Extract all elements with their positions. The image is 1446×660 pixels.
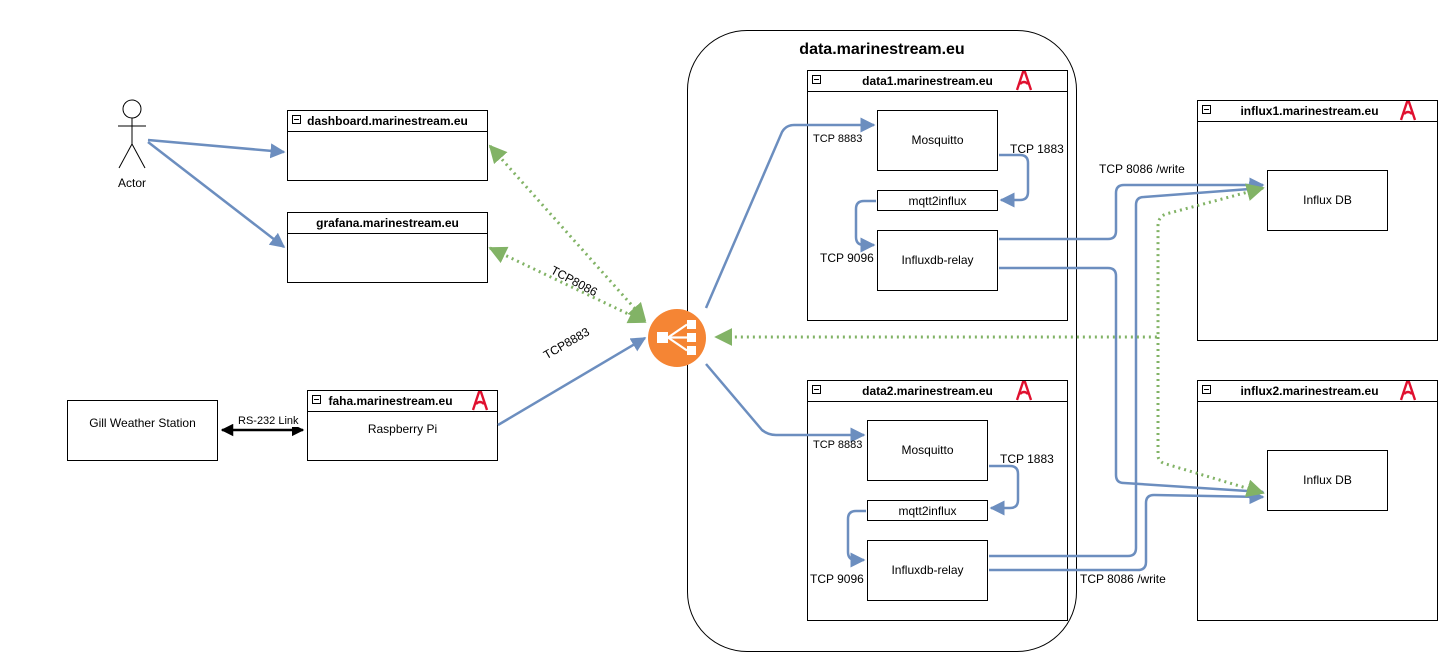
faha-node[interactable]: faha.marinestream.eu Raspberry Pi xyxy=(307,390,498,461)
data1-mqtt2influx[interactable]: mqtt2influx xyxy=(877,190,998,211)
edge-label-d1-tcp9096: TCP 9096 xyxy=(820,251,874,265)
actor-icon xyxy=(118,99,146,169)
edge-label-d2-tcp8883: TCP 8883 xyxy=(813,439,863,451)
data2-relay[interactable]: Influxdb-relay xyxy=(867,540,988,601)
data1-mosquitto-label: Mosquitto xyxy=(911,133,964,147)
influx1-db[interactable]: Influx DB xyxy=(1267,170,1388,231)
edge-label-d1-tcp8883: TCP 8883 xyxy=(813,133,863,145)
edge-label-d1-tcp1883: TCP 1883 xyxy=(1010,142,1064,156)
edge-label-write-top: TCP 8086 /write xyxy=(1099,162,1185,176)
faha-body: Raspberry Pi xyxy=(367,422,438,436)
data2-relay-label: Influxdb-relay xyxy=(891,563,964,577)
collapse-icon[interactable] xyxy=(312,395,321,404)
edge-label-d2-tcp1883: TCP 1883 xyxy=(1000,452,1054,466)
influx1-db-label: Influx DB xyxy=(1303,193,1352,207)
data1-header: data1.marinestream.eu xyxy=(808,71,1067,92)
vendor-a-logo-icon xyxy=(1399,101,1417,121)
vendor-a-logo-icon xyxy=(471,391,489,411)
data2-mosquitto-label: Mosquitto xyxy=(901,443,954,457)
collapse-icon[interactable] xyxy=(812,75,821,84)
influx1-title: influx1.marinestream.eu xyxy=(1240,104,1379,118)
vendor-a-logo-icon xyxy=(1015,71,1033,91)
influx2-header: influx2.marinestream.eu xyxy=(1198,381,1437,402)
dashboard-node[interactable]: dashboard.marinestream.eu xyxy=(287,110,488,181)
data1-relay-label: Influxdb-relay xyxy=(901,253,974,267)
faha-header: faha.marinestream.eu xyxy=(308,391,497,412)
weather-station-label: Gill Weather Station xyxy=(89,416,196,430)
data1-title: data1.marinestream.eu xyxy=(862,74,993,88)
edge-label-d2-tcp9096: TCP 9096 xyxy=(810,572,864,586)
weather-station-node[interactable]: Gill Weather Station xyxy=(67,400,218,461)
grafana-header: grafana.marinestream.eu xyxy=(288,213,487,234)
grafana-title: grafana.marinestream.eu xyxy=(316,216,459,230)
dashboard-title: dashboard.marinestream.eu xyxy=(307,114,468,128)
load-balancer-icon[interactable] xyxy=(647,308,709,370)
influx1-header: influx1.marinestream.eu xyxy=(1198,101,1437,122)
dashboard-header: dashboard.marinestream.eu xyxy=(288,111,487,132)
data-region-title: data.marinestream.eu xyxy=(799,41,965,58)
collapse-icon[interactable] xyxy=(292,115,301,124)
data1-relay[interactable]: Influxdb-relay xyxy=(877,230,998,291)
influx2-db-label: Influx DB xyxy=(1303,473,1352,487)
vendor-a-logo-icon xyxy=(1015,381,1033,401)
data2-mqtt2influx-label: mqtt2influx xyxy=(898,504,957,518)
data1-mosquitto[interactable]: Mosquitto xyxy=(877,110,998,171)
data2-mosquitto[interactable]: Mosquitto xyxy=(867,420,988,481)
collapse-icon[interactable] xyxy=(1202,105,1211,114)
data2-mqtt2influx[interactable]: mqtt2influx xyxy=(867,500,988,521)
influx2-db[interactable]: Influx DB xyxy=(1267,450,1388,511)
faha-title: faha.marinestream.eu xyxy=(328,394,453,408)
data1-mqtt2influx-label: mqtt2influx xyxy=(908,194,967,208)
actor-label: Actor xyxy=(118,176,147,190)
data2-header: data2.marinestream.eu xyxy=(808,381,1067,402)
vendor-a-logo-icon xyxy=(1399,381,1417,401)
data2-title: data2.marinestream.eu xyxy=(862,384,993,398)
grafana-node[interactable]: grafana.marinestream.eu xyxy=(287,212,488,283)
influx2-title: influx2.marinestream.eu xyxy=(1240,384,1379,398)
edge-label-rs232: RS-232 Link xyxy=(236,415,301,427)
edge-label-write-bottom: TCP 8086 /write xyxy=(1080,572,1166,586)
